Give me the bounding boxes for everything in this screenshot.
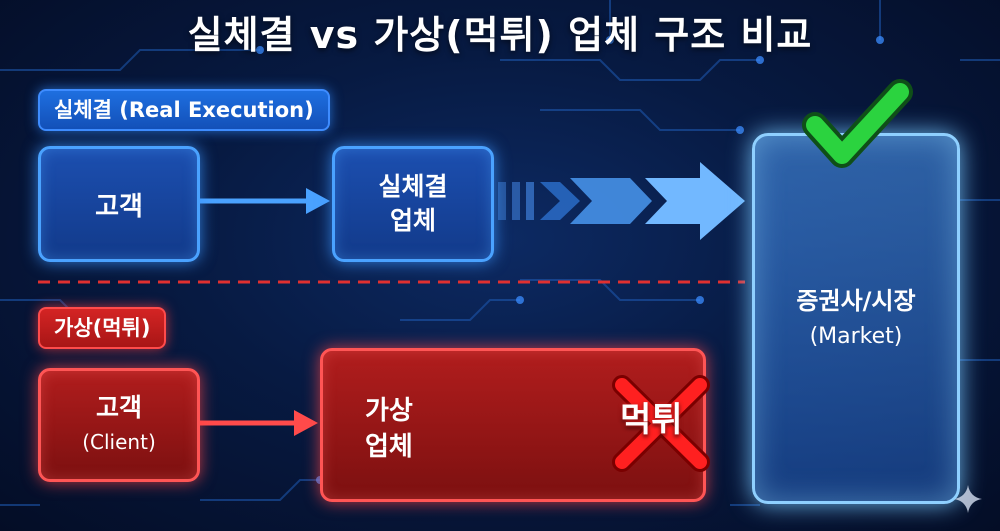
- real-execution-tag: 실체결 (Real Execution): [38, 89, 330, 131]
- market-label: 증권사/시장: [796, 286, 916, 315]
- fake-customer-sublabel: (Client): [82, 430, 156, 454]
- fake-broker-label: 가상 업체: [365, 393, 413, 465]
- fake-broker-label-line2: 업체: [365, 432, 413, 462]
- real-customer-box: 고객: [38, 146, 200, 262]
- fake-broker-tag: 가상(먹튀): [38, 307, 167, 349]
- scam-label: 먹튀: [620, 400, 683, 440]
- real-broker-box: 실체결 업체: [332, 146, 494, 262]
- real-customer-label: 고객: [95, 191, 143, 222]
- fake-customer-box: 고객 (Client): [38, 368, 200, 482]
- market-sublabel: (Market): [809, 323, 903, 349]
- fake-customer-label: 고객: [95, 393, 142, 422]
- real-broker-label-line2: 업체: [389, 206, 436, 235]
- real-broker-label-line1: 실체결: [378, 172, 448, 201]
- market-box: 증권사/시장 (Market): [752, 133, 960, 504]
- page-title: 실체결 vs 가상(먹튀) 업체 구조 비교: [187, 13, 813, 57]
- fake-broker-label-line1: 가상: [365, 396, 413, 426]
